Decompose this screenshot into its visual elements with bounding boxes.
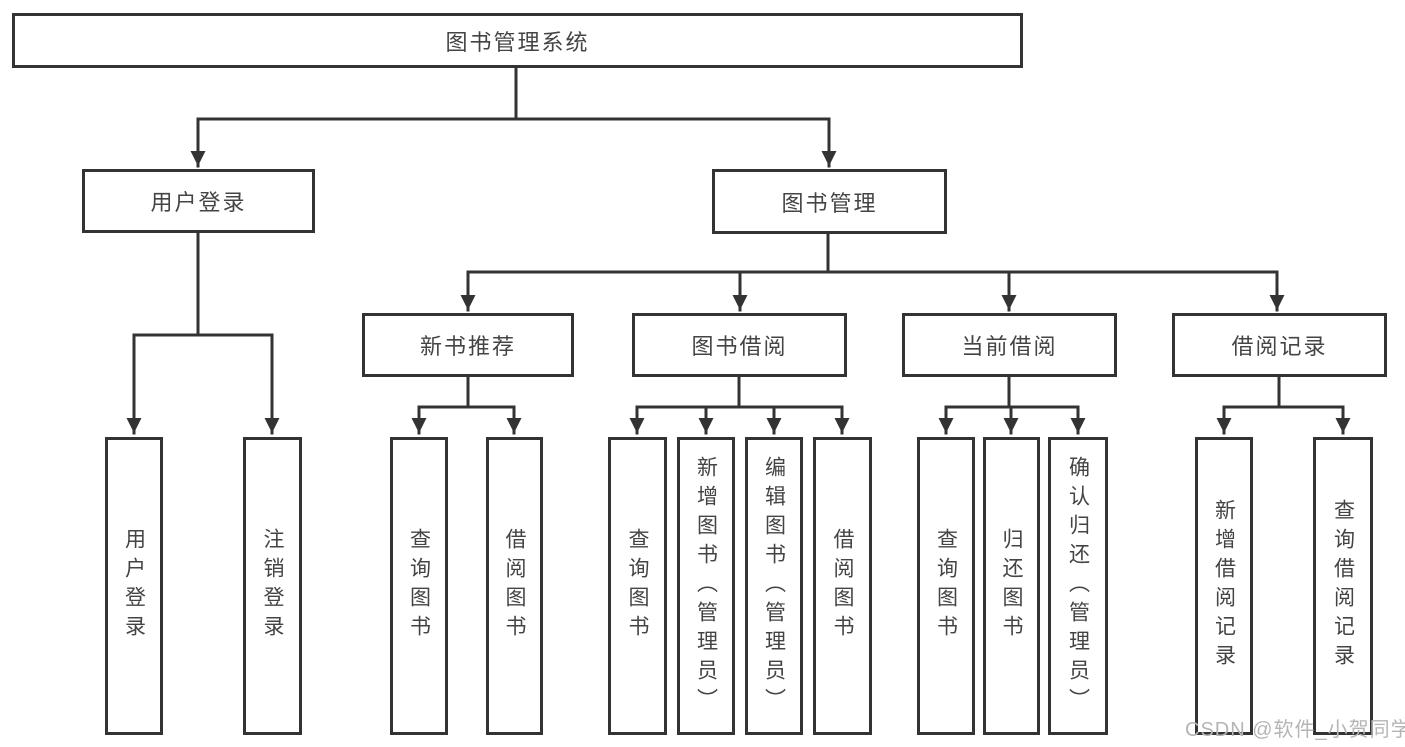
leaf-search-book-current: 查询图书 bbox=[917, 437, 975, 735]
connector-group bbox=[126, 66, 1351, 435]
node-book-borrow: 图书借阅 bbox=[632, 313, 847, 377]
node-user-login: 用户登录 bbox=[82, 169, 315, 233]
node-new-book-recommend: 新书推荐 bbox=[362, 313, 574, 377]
leaf-logout: 注销登录 bbox=[243, 437, 302, 735]
leaf-search-borrow-record: 查询借阅记录 bbox=[1313, 437, 1373, 735]
leaf-borrow-book-recommend: 借阅图书 bbox=[486, 437, 543, 735]
node-book-management: 图书管理 bbox=[712, 169, 947, 234]
leaf-edit-book-admin: 编辑图书（管理员） bbox=[745, 437, 803, 735]
leaf-add-book-admin: 新增图书（管理员） bbox=[677, 437, 735, 735]
leaf-confirm-return-admin: 确认归还（管理员） bbox=[1048, 437, 1108, 735]
leaf-add-borrow-record: 新增借阅记录 bbox=[1195, 437, 1253, 735]
node-root: 图书管理系统 bbox=[12, 13, 1023, 68]
node-current-borrow: 当前借阅 bbox=[902, 313, 1117, 377]
csdn-watermark: CSDN @软件_小贺同学 bbox=[1185, 719, 1405, 741]
leaf-user-login: 用户登录 bbox=[105, 437, 163, 735]
leaf-search-book-borrow: 查询图书 bbox=[608, 437, 667, 735]
leaf-search-book-recommend: 查询图书 bbox=[390, 437, 448, 735]
node-borrow-record: 借阅记录 bbox=[1172, 313, 1387, 377]
leaf-return-book: 归还图书 bbox=[983, 437, 1040, 735]
leaf-borrow-book: 借阅图书 bbox=[813, 437, 872, 735]
